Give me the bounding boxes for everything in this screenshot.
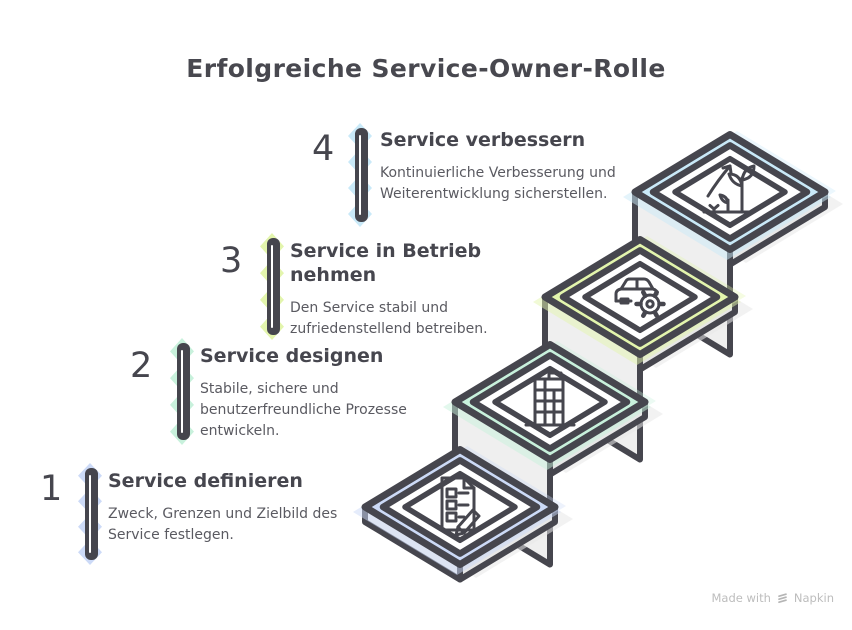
step-description: Zweck, Grenzen und Zielbild des Service …	[108, 505, 338, 544]
marker-bar	[177, 343, 190, 440]
step-description: Kontinuierliche Verbesserung und Weitere…	[380, 164, 616, 203]
napkin-logo-icon	[778, 592, 787, 603]
watermark: Made with Napkin	[712, 591, 835, 605]
stair-platform-4	[623, 131, 843, 358]
step-accent-bar	[170, 338, 198, 445]
marker-bar	[85, 468, 98, 560]
step-description: Stabile, sichere und benutzerfreundliche…	[200, 380, 407, 440]
step-number: 4	[312, 129, 335, 169]
step-accent-bar	[78, 463, 106, 565]
stair-platform-1	[353, 446, 573, 583]
growth-icon	[702, 164, 756, 214]
page-title: Erfolgreiche Service-Owner-Rolle	[186, 54, 666, 83]
step-title: Service definieren	[108, 470, 303, 492]
car-gear-icon	[614, 277, 666, 318]
step-accent-bar	[260, 233, 288, 340]
step-description: Den Service stabil und zufriedenstellend…	[290, 299, 488, 338]
step-title: Service in Betrieb nehmen	[290, 240, 482, 286]
step-number: 2	[130, 346, 153, 386]
watermark-prefix: Made with	[711, 591, 771, 605]
step-title: Service verbessern	[380, 129, 586, 151]
stair-platform-3	[533, 236, 753, 463]
watermark-brand: Napkin	[793, 591, 834, 605]
step-accent-bar	[348, 123, 376, 227]
step-number: 3	[220, 241, 243, 281]
building-icon	[524, 371, 576, 427]
step-number: 1	[40, 469, 63, 509]
document-pencil-icon	[440, 476, 481, 537]
step-title: Service designen	[200, 345, 384, 367]
marker-bar	[355, 128, 368, 222]
marker-bar	[267, 238, 280, 335]
